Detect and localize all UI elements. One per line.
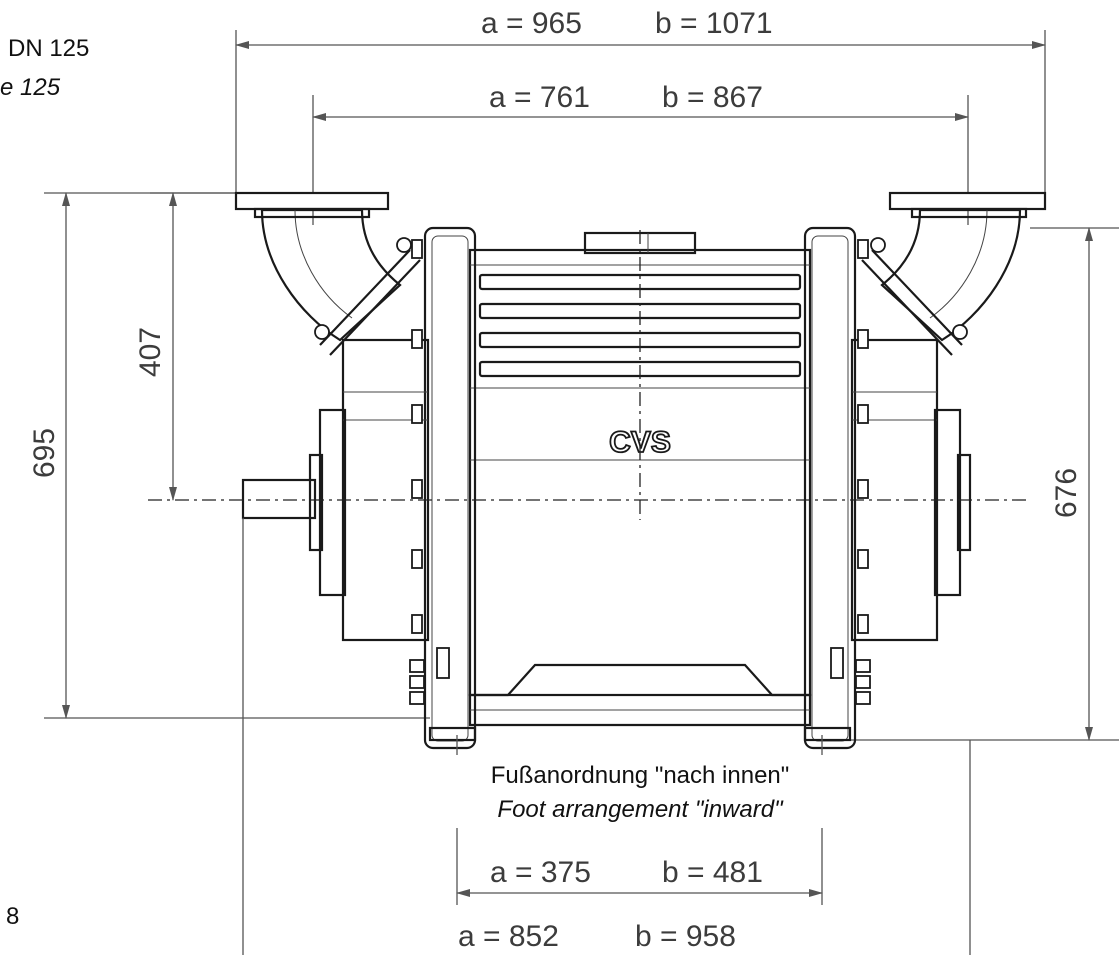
dimension-flange-inner: a = 761 b = 867	[312, 81, 969, 225]
dimension-flange-outer-a: a = 965	[481, 7, 582, 40]
dimension-flange-inner-a: a = 761	[489, 81, 590, 114]
flange-label-en: e 125	[0, 74, 61, 101]
dimension-foot-inner-b: b = 481	[662, 856, 763, 889]
page-number: 8	[6, 903, 19, 930]
dimension-foot-outer: a = 852 b = 958	[242, 518, 971, 955]
dimension-shaft-to-flange: 407	[134, 192, 240, 501]
foot-arrangement-de: Fußanordnung "nach innen"	[491, 762, 790, 789]
foot-arrangement-en: Foot arrangement "inward"	[497, 796, 784, 823]
dimension-foot-inner: a = 375 b = 481	[456, 735, 823, 905]
dimension-flange-outer-b: b = 1071	[655, 7, 773, 40]
dimension-shaft-to-flange-label: 407	[134, 327, 167, 377]
flange-label-de: DN 125	[8, 35, 89, 62]
dimension-foot-outer-b: b = 958	[635, 920, 736, 953]
dimension-height-right-label: 676	[1050, 468, 1083, 518]
dimension-height-total-label: 695	[28, 428, 61, 478]
dimension-flange-inner-b: b = 867	[662, 81, 763, 114]
dimension-flange-outer: a = 965 b = 1071	[235, 7, 1046, 195]
dimension-foot-inner-a: a = 375	[490, 856, 591, 889]
dimension-height-right: 676	[840, 227, 1119, 741]
dimension-height-total: 695	[28, 192, 430, 719]
dimension-foot-outer-a: a = 852	[458, 920, 559, 953]
